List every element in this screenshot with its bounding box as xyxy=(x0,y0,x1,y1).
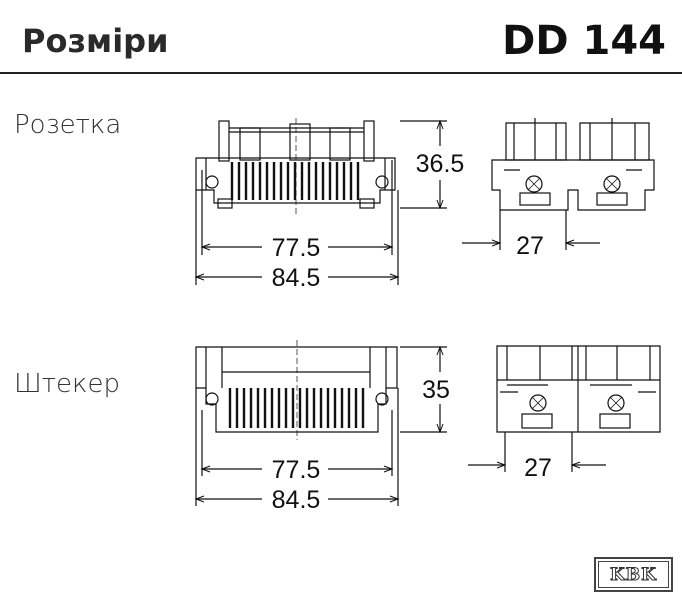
plug-inner-width-label: 77.5 xyxy=(272,456,321,484)
socket-front-view xyxy=(194,118,447,285)
header-divider xyxy=(0,72,682,74)
socket-height-label: 36.5 xyxy=(416,150,465,178)
model-number: DD 144 xyxy=(502,18,666,64)
section-label-plug: Штекер xyxy=(14,369,120,399)
kbk-logo: KBK xyxy=(594,557,673,592)
socket-inner-width-label: 77.5 xyxy=(272,234,321,262)
section-label-socket: Розетка xyxy=(14,110,122,140)
plug-outer-width-label: 84.5 xyxy=(272,486,321,514)
socket-side-width-label: 27 xyxy=(516,232,544,260)
plug-front-view xyxy=(194,340,447,506)
plug-height-label: 35 xyxy=(422,376,450,404)
kbk-logo-text: KBK xyxy=(598,561,669,588)
plug-side-view xyxy=(468,345,661,472)
socket-outer-width-label: 84.5 xyxy=(272,264,321,292)
plug-side-width-label: 27 xyxy=(524,454,552,482)
page-title: Розміри xyxy=(22,22,169,60)
socket-side-view xyxy=(462,118,655,250)
